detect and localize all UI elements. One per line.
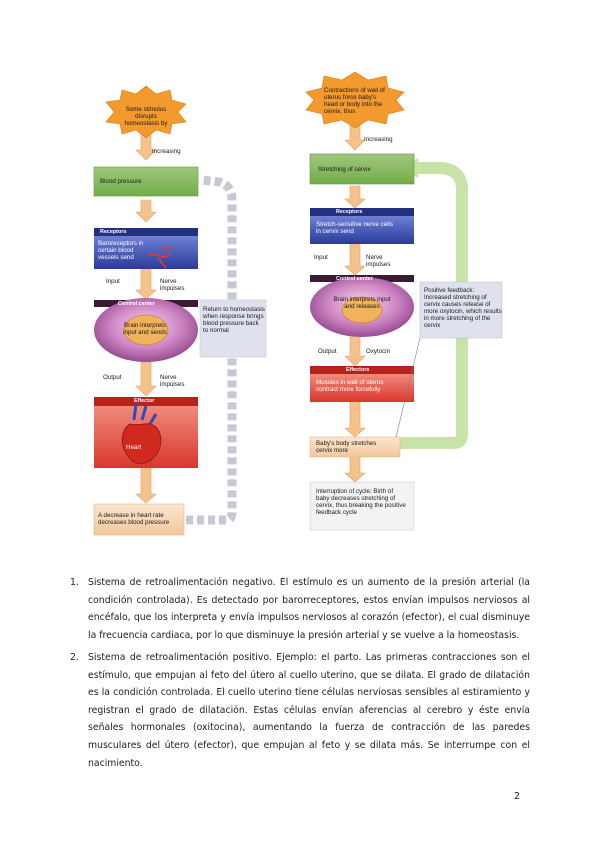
neg-output-label: Output (103, 374, 122, 381)
neg-receptors-box (94, 236, 198, 269)
neg-effector-header (94, 397, 198, 406)
pos-receptors-text: Stretch-sensitive nerve cells in cervix … (316, 221, 394, 235)
pos-feedback-label: Positive feedback: Increased stretching … (424, 287, 502, 329)
neg-stimulus-label: Some stimulus disrupts homeostasis by (124, 106, 168, 127)
blood-vessel-icon (147, 245, 173, 269)
pos-interruption-label: Interruption of cycle: Birth of baby dec… (316, 488, 406, 516)
pos-response-box (309, 436, 401, 458)
paragraph-2-number: 2. (70, 652, 79, 663)
heart-icon (121, 403, 162, 464)
page-number: 2 (514, 791, 521, 802)
pos-control-text: Brain interprets input and releases (333, 296, 391, 310)
paragraph-2-text: Sistema de retroalimentación positivo. E… (88, 652, 530, 769)
pos-input-note: Nerve impulses (366, 254, 391, 268)
neg-flow-arrows (135, 131, 157, 504)
brain-icon (341, 296, 383, 324)
pos-input-label: Input (314, 254, 328, 261)
pos-stimulus-label: Contractions of wall of uterus force bab… (324, 87, 385, 115)
pos-response-label: Baby's body stretches cervix more (316, 440, 377, 454)
neg-receptors-text: Baroreceptors in certain blood vessels s… (98, 240, 144, 261)
neg-control-text: Brain interprets input and sends (123, 322, 167, 336)
pos-feedback-note (419, 281, 503, 339)
pos-controlled-label: Stretching of cervix (318, 166, 371, 173)
neg-receptors-title: Receptors (100, 229, 127, 235)
pos-feedback-pointer (395, 337, 421, 438)
paragraph-1-number: 1. (70, 577, 79, 588)
neg-input-note: Nerve impulses (160, 278, 185, 292)
pos-effector-box (310, 374, 414, 402)
pos-stimulus-burst (305, 71, 405, 129)
paragraph-2: 2. Sistema de retroalimentación positivo… (70, 649, 530, 772)
neg-effector-text: Heart (126, 444, 142, 451)
paragraph-1-text: Sistema de retroalimentación negativo. E… (88, 577, 530, 641)
pos-output-note: Oxytocin (366, 348, 391, 355)
neg-controlled-box (93, 166, 199, 197)
neg-response-label: A decrease in heart rate decreases blood… (98, 512, 170, 526)
neg-response-box (93, 503, 185, 536)
neg-controlled-label: Blood pressure (100, 178, 142, 185)
neg-stimulus-burst (105, 85, 187, 139)
neg-receptors-header (94, 228, 198, 236)
neg-input-label: Input (106, 278, 120, 285)
pos-effector-title: Effectors (346, 367, 370, 373)
brain-icon (123, 314, 169, 346)
pos-effector-header (310, 366, 414, 374)
pos-output-label: Output (318, 348, 337, 355)
pos-controlled-box (309, 153, 415, 185)
homeostasis-figure (93, 71, 503, 536)
pos-receptors-box (310, 216, 414, 244)
pos-increasing-label: Increasing (364, 136, 393, 143)
neg-output-note: Nerve impulses (160, 374, 185, 388)
pos-control-title: Control center (336, 276, 373, 282)
pos-effector-text: Muscles in wall of uterus contract more … (316, 379, 384, 393)
neg-control-title: Control center (118, 301, 155, 307)
paragraph-1: 1. Sistema de retroalimentación negativo… (70, 574, 530, 644)
neg-return-label: Return to homeostasis when response brin… (203, 306, 265, 334)
neg-return-note (199, 299, 267, 358)
pos-receptors-title: Receptors (336, 209, 363, 215)
neg-increasing-label: Increasing (152, 148, 181, 155)
pos-receptors-header (310, 208, 414, 216)
neg-effector-title: Effector (134, 398, 155, 404)
pos-interruption-box (309, 481, 415, 531)
